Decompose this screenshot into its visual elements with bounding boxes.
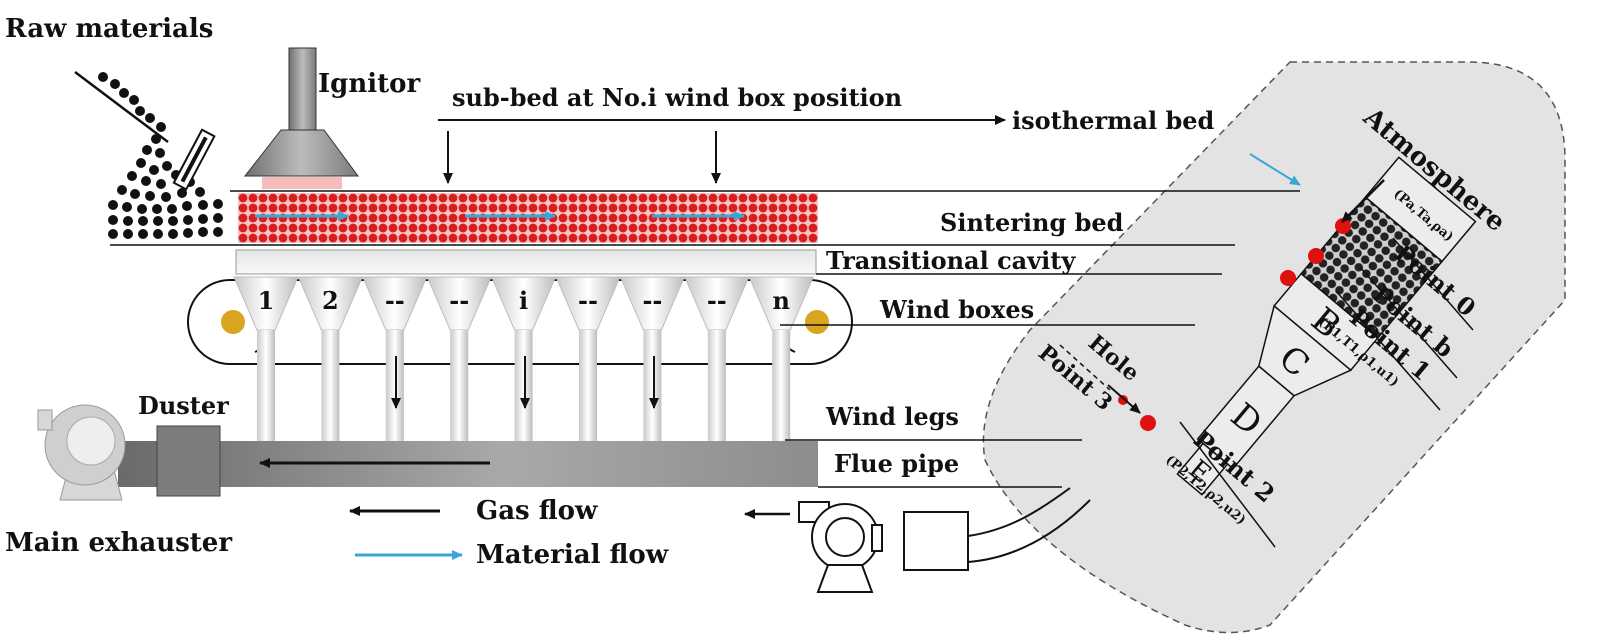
wind-box-8: --: [684, 276, 750, 441]
wind-box-number: i: [519, 286, 528, 315]
point1-leader: [1335, 290, 1441, 411]
wind-leg: [321, 330, 340, 441]
gas-flow-legend-label: Gas flow: [476, 496, 598, 526]
wind-box-4: --: [426, 276, 492, 441]
sub-bed-label: sub-bed at No.i wind box position: [452, 83, 902, 112]
ignitor-label: Ignitor: [318, 69, 420, 99]
ignitor-hood: [243, 129, 359, 177]
ignitor-flame-zone: [262, 177, 342, 189]
wind-box-3: --: [362, 276, 428, 441]
wind-leg: [707, 330, 726, 441]
wind-box-number: --: [707, 286, 727, 315]
falling-raw-material: [98, 72, 223, 239]
pallet-belt: [187, 279, 853, 365]
wind-box-5: i: [490, 276, 557, 441]
hopper-chute: [74, 71, 169, 143]
sintering-bed: [238, 193, 818, 243]
wind-leg: [450, 330, 469, 441]
wind-boxes-label: Wind boxes: [879, 295, 1034, 324]
wind-boxes: 1 2 -- -- i -- -- -- n: [233, 276, 814, 441]
wind-box-9: n: [748, 276, 814, 441]
pointb-marker: [1308, 248, 1324, 264]
tail-sprocket: [805, 310, 829, 334]
test-fan: [798, 487, 1091, 593]
wind-leg: [257, 330, 275, 441]
pointb-leader: [1359, 266, 1458, 379]
wind-legs-label: Wind legs: [825, 402, 959, 431]
main-exhauster-label: Main exhauster: [5, 528, 232, 558]
duster-label: Duster: [138, 391, 229, 420]
atmosphere-probe-arrow: [1341, 179, 1385, 223]
wind-leg: [385, 330, 404, 441]
sintering-bed-label: Sintering bed: [940, 208, 1124, 237]
transitional-cavity-label: Transitional cavity: [826, 246, 1076, 275]
point3-marker: [1118, 395, 1128, 405]
main-exhauster: [37, 404, 126, 501]
point2-marker: [1140, 415, 1156, 431]
wind-box-7: --: [619, 276, 686, 441]
flue-pipe-label: Flue pipe: [834, 449, 959, 478]
wind-box-number: 2: [322, 286, 339, 315]
wind-box-1: 1: [233, 276, 299, 441]
ignitor-stem: [288, 47, 317, 131]
point2-leader: [1179, 421, 1276, 548]
hole-arrow: [1107, 384, 1141, 414]
wind-box-number: --: [385, 286, 405, 315]
wind-box-6: --: [555, 276, 621, 441]
point1-marker: [1280, 270, 1296, 286]
wind-leg: [643, 330, 662, 441]
wind-box-number: 1: [258, 286, 275, 315]
hole-dashed-line: [1059, 344, 1111, 391]
head-sprocket: [221, 310, 245, 334]
raw-materials-label: Raw materials: [5, 14, 213, 44]
wind-box-number: --: [642, 286, 662, 315]
wind-box-number: --: [578, 286, 598, 315]
wind-leg: [772, 330, 791, 441]
duster: [156, 425, 221, 497]
wind-leg: [579, 330, 597, 441]
point0-leader: [1392, 237, 1474, 331]
transitional-cavity: [235, 249, 817, 275]
wind-box-2: 2: [297, 276, 364, 441]
atmosphere-blue-arrow: [1249, 153, 1301, 186]
wind-leg: [514, 330, 533, 441]
wind-box-number: n: [772, 286, 789, 315]
hopper-gate: [172, 128, 216, 191]
inset-apparatus: B C D E: [1176, 156, 1477, 496]
wind-box-number: --: [449, 286, 469, 315]
isothermal-bed-label: isothermal bed: [1012, 106, 1215, 135]
material-flow-legend-label: Material flow: [476, 540, 669, 570]
